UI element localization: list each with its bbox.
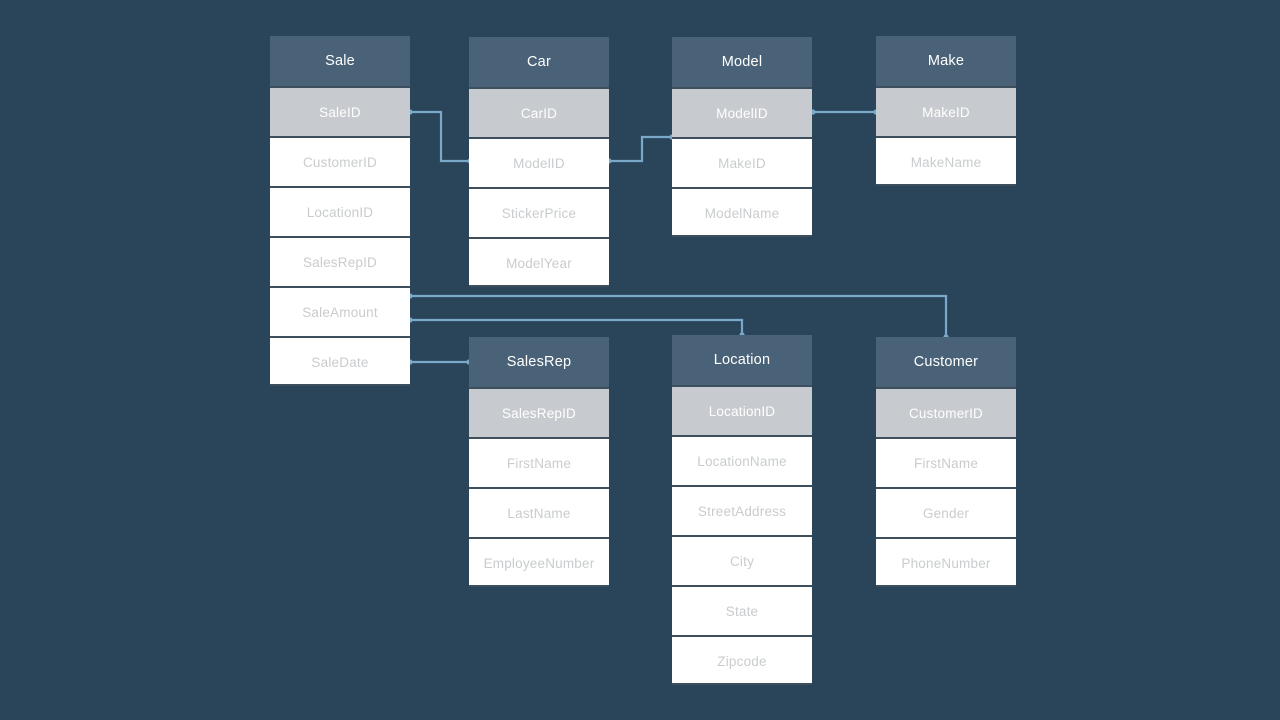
column-row-sale-1[interactable]: CustomerID [270, 136, 410, 186]
column-row-car-1[interactable]: ModelID [469, 137, 609, 187]
entity-title-sale: Sale [270, 36, 410, 86]
primary-key-row-car-0[interactable]: CarID [469, 87, 609, 137]
column-row-salesrep-3[interactable]: EmployeeNumber [469, 537, 609, 587]
column-row-salesrep-2[interactable]: LastName [469, 487, 609, 537]
column-row-model-2[interactable]: ModelName [672, 187, 812, 237]
column-row-location-2[interactable]: StreetAddress [672, 485, 812, 535]
relationship-line-car-model [609, 135, 672, 163]
relationship-line-sale-location [410, 318, 744, 335]
column-row-car-2[interactable]: StickerPrice [469, 187, 609, 237]
entity-title-location: Location [672, 335, 812, 385]
column-row-make-1[interactable]: MakeName [876, 136, 1016, 186]
column-row-location-3[interactable]: City [672, 535, 812, 585]
relationship-line-sale-car [410, 110, 470, 163]
column-row-model-1[interactable]: MakeID [672, 137, 812, 187]
primary-key-row-make-0[interactable]: MakeID [876, 86, 1016, 136]
relationship-line-sale-customer [410, 294, 948, 337]
column-row-location-4[interactable]: State [672, 585, 812, 635]
column-row-salesrep-1[interactable]: FirstName [469, 437, 609, 487]
column-row-customer-2[interactable]: Gender [876, 487, 1016, 537]
entity-title-make: Make [876, 36, 1016, 86]
entity-title-salesrep: SalesRep [469, 337, 609, 387]
primary-key-row-customer-0[interactable]: CustomerID [876, 387, 1016, 437]
column-row-sale-3[interactable]: SalesRepID [270, 236, 410, 286]
column-row-sale-4[interactable]: SaleAmount [270, 286, 410, 336]
column-row-location-1[interactable]: LocationName [672, 435, 812, 485]
entity-title-customer: Customer [876, 337, 1016, 387]
column-row-sale-2[interactable]: LocationID [270, 186, 410, 236]
column-row-sale-5[interactable]: SaleDate [270, 336, 410, 386]
column-row-customer-3[interactable]: PhoneNumber [876, 537, 1016, 587]
primary-key-row-location-0[interactable]: LocationID [672, 385, 812, 435]
column-row-car-3[interactable]: ModelYear [469, 237, 609, 287]
primary-key-row-model-0[interactable]: ModelID [672, 87, 812, 137]
column-row-location-5[interactable]: Zipcode [672, 635, 812, 685]
primary-key-row-salesrep-0[interactable]: SalesRepID [469, 387, 609, 437]
primary-key-row-sale-0[interactable]: SaleID [270, 86, 410, 136]
column-row-customer-1[interactable]: FirstName [876, 437, 1016, 487]
entity-title-model: Model [672, 37, 812, 87]
entity-title-car: Car [469, 37, 609, 87]
